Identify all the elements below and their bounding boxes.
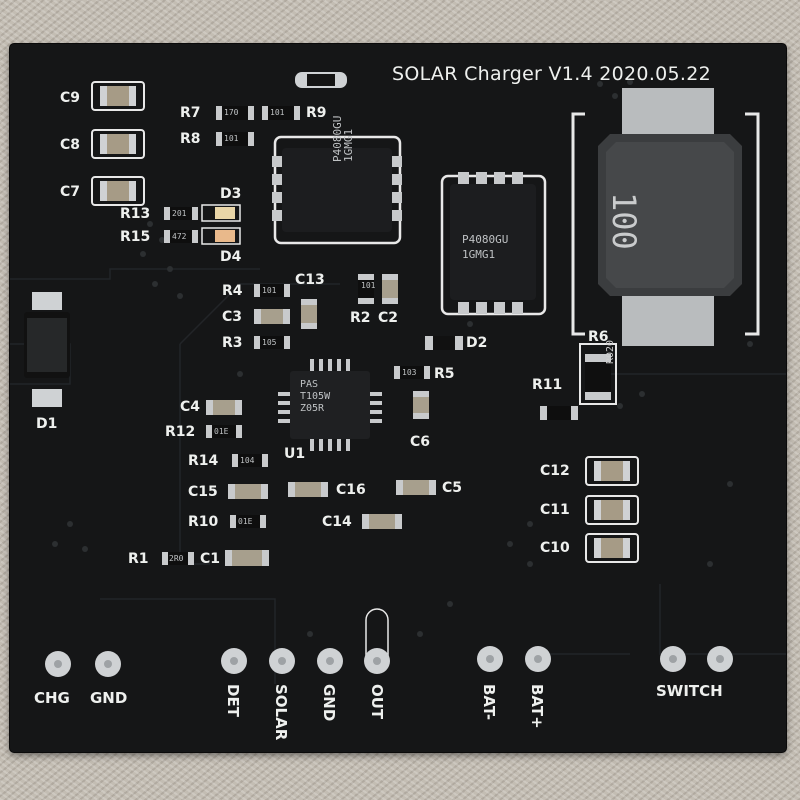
- label-d3: D3: [220, 186, 242, 202]
- r6-marking: R020: [605, 339, 616, 364]
- label-r7: R7: [180, 105, 201, 121]
- label-r10: R10: [188, 514, 219, 530]
- label-r11: R11: [532, 377, 563, 393]
- label-c10: C10: [540, 540, 570, 556]
- label-d4: D4: [220, 249, 242, 265]
- label-r5: R5: [434, 366, 455, 382]
- r4-marking: 101: [262, 286, 277, 295]
- inductor-marking: 100: [605, 192, 643, 250]
- label-d2: D2: [466, 335, 488, 351]
- label-c8: C8: [60, 137, 81, 153]
- label-r14: R14: [188, 453, 219, 469]
- label-r3: R3: [222, 335, 243, 351]
- pin-label-out: OUT: [368, 684, 386, 720]
- cap-c9: [91, 81, 145, 111]
- pin-label-bat-plus: BAT+: [528, 684, 546, 729]
- label-r6: R6: [588, 329, 609, 345]
- r15-marking: 472: [172, 232, 187, 241]
- cap-c7: [91, 176, 145, 206]
- label-r2: R2: [350, 310, 371, 326]
- label-c3: C3: [222, 309, 243, 325]
- label-c11: C11: [540, 502, 570, 518]
- label-c7: C7: [60, 184, 81, 200]
- r12-marking: 01E: [214, 427, 229, 436]
- r7-marking: 170: [224, 108, 239, 117]
- pin-label-solar: SOLAR: [272, 684, 290, 741]
- pin-label-gnd-1: GND: [90, 689, 128, 707]
- label-c16: C16: [336, 482, 366, 498]
- label-c1: C1: [200, 551, 221, 567]
- r2-marking: 101: [361, 281, 376, 290]
- pin-label-bat-minus: BAT-: [480, 684, 498, 721]
- r10-marking: 01E: [238, 517, 253, 526]
- board-title: SOLAR Charger V1.4 2020.05.22: [392, 63, 712, 85]
- label-c15: C15: [188, 484, 218, 500]
- label-c13: C13: [295, 272, 325, 288]
- label-c5: C5: [442, 480, 463, 496]
- r13-marking: 201: [172, 209, 187, 218]
- pin-label-det: DET: [224, 684, 242, 717]
- label-u1: U1: [284, 446, 306, 462]
- pin-label-gnd-2: GND: [320, 684, 338, 722]
- label-c9: C9: [60, 90, 81, 106]
- r8-marking: 101: [224, 134, 239, 143]
- r1-marking: 2R0: [169, 554, 184, 563]
- pcb-board: SOLAR Charger V1.4 2020.05.22 C9 C8 C7 R…: [10, 44, 786, 752]
- label-r15: R15: [120, 229, 151, 245]
- r9-marking: 101: [270, 108, 285, 117]
- pin-label-chg: CHG: [34, 689, 70, 707]
- label-c2: C2: [378, 310, 399, 326]
- r5-marking: 103: [402, 368, 417, 377]
- label-r8: R8: [180, 131, 201, 147]
- pin-label-switch: SWITCH: [656, 682, 723, 700]
- label-r13: R13: [120, 206, 151, 222]
- cap-c8: [91, 129, 145, 159]
- label-c14: C14: [322, 514, 352, 530]
- pcb-artwork: [10, 72, 786, 684]
- r14-marking: 104: [240, 456, 255, 465]
- r3-marking: 105: [262, 338, 277, 347]
- label-c4: C4: [180, 399, 201, 415]
- label-c12: C12: [540, 463, 570, 479]
- label-r9: R9: [306, 105, 327, 121]
- label-r1: R1: [128, 551, 149, 567]
- label-r4: R4: [222, 283, 243, 299]
- label-c6: C6: [410, 434, 431, 450]
- label-d1: D1: [36, 416, 58, 432]
- label-r12: R12: [165, 424, 196, 440]
